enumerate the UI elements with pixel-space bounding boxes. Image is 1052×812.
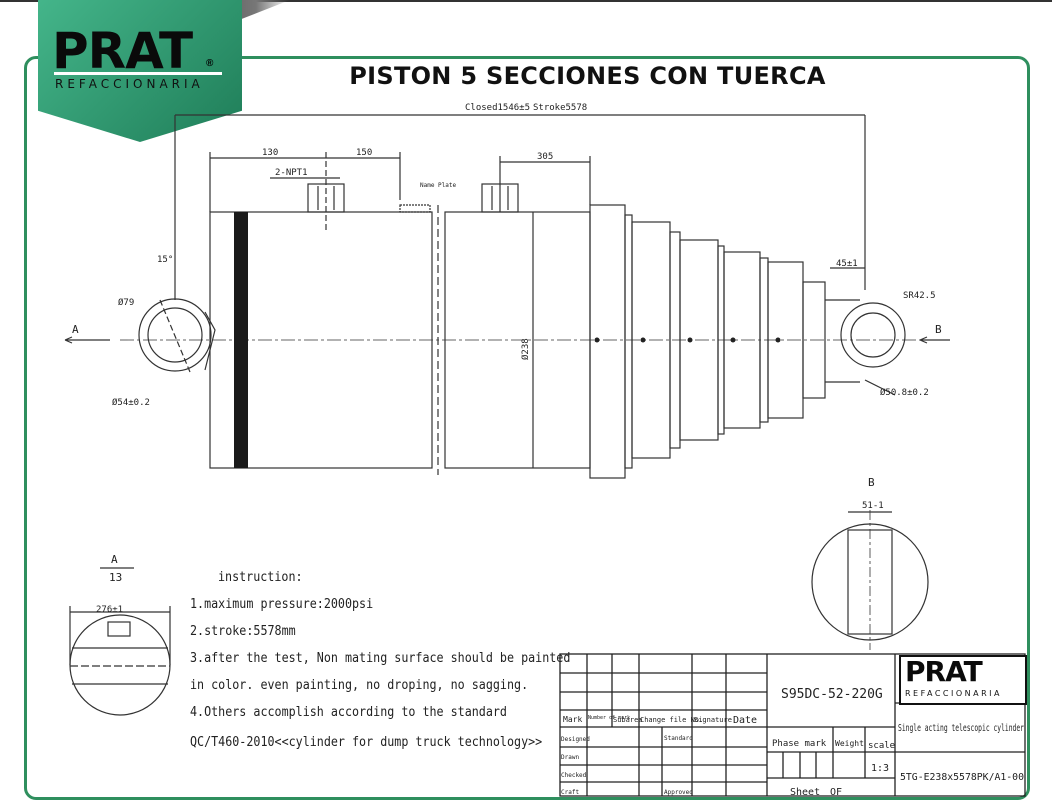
tb-sheet: Sheet — [790, 787, 820, 798]
b-dim: 51-1 — [862, 501, 884, 511]
tb-header-date: Date — [733, 715, 757, 726]
port-label: 2-NPT1 — [275, 168, 308, 178]
registered-mark: ® — [206, 58, 214, 69]
sr-label: SR42.5 — [903, 291, 936, 301]
dim-130: 130 — [262, 148, 278, 158]
tb-header-mark: Mark — [563, 715, 582, 724]
brand-logo: PRAT — [52, 22, 193, 80]
stroke-length: Stroke5578 — [533, 103, 587, 113]
dia-79: Ø79 — [118, 297, 134, 308]
tb-header-subarea: Subarea — [613, 716, 643, 724]
tb-part-number: S95DC-52-220G — [781, 687, 883, 702]
tb-row-drawn: Drawn — [561, 754, 579, 761]
dia-238: Ø238 — [520, 338, 531, 360]
tb-approved: Approved — [664, 789, 693, 796]
tb-row-checked: Checked — [561, 772, 587, 779]
title-block — [559, 653, 1026, 797]
logo-rule — [54, 72, 222, 75]
tb-header-number: Number of mark — [588, 715, 630, 721]
page-title: PISTON 5 SECCIONES CON TUERCA — [349, 62, 826, 90]
title-block-logo-subtitle: REFACCIONARIA — [905, 689, 1002, 698]
brand-subtitle: REFACCIONARIA — [55, 77, 204, 91]
tb-standard: Standard — [664, 735, 693, 742]
instruction-item: QC/T460-2010<<cylinder for dump truck te… — [190, 735, 543, 750]
instruction-heading: instruction: — [218, 570, 303, 585]
instruction-item: 4.Others accomplish according to the sta… — [190, 705, 507, 720]
green-frame — [24, 56, 1030, 800]
b-view-label: B — [868, 476, 875, 489]
tb-weight: Weight — [835, 739, 864, 748]
view-b-marker: B — [935, 323, 942, 336]
tb-header-change: Change file No. — [640, 716, 703, 724]
tb-header-signature: Signature — [694, 716, 732, 724]
instruction-item: 3.after the test, Non mating surface sho… — [190, 651, 571, 666]
instruction-item: 1.maximum pressure:2000psi — [190, 597, 374, 612]
tb-description: Single acting telescopic cylinder — [898, 723, 1024, 734]
tb-row-designed: Designed — [561, 736, 590, 743]
angle-label: 15° — [157, 255, 173, 265]
tb-drawing-number: 5TG-E238x5578PK/A1-00 — [900, 772, 1024, 783]
view-a-marker: A — [72, 323, 79, 336]
tb-phase-mark: Phase mark — [772, 739, 827, 749]
closed-length: Closed1546±5 — [465, 103, 530, 113]
brand-badge — [38, 0, 242, 142]
name-plate-label: Name Plate — [420, 182, 457, 189]
dim-45: 45±1 — [836, 259, 858, 269]
top-border — [0, 0, 1052, 2]
tb-scale: 1:3 — [871, 763, 889, 774]
a-view-label: A — [111, 553, 118, 566]
dim-150: 150 — [356, 148, 372, 158]
title-block-logo-word: PRAT — [905, 655, 983, 688]
body-band — [234, 212, 248, 468]
instruction-item: 2.stroke:5578mm — [190, 624, 296, 639]
a-dim: 276±1 — [96, 605, 123, 615]
instruction-item: in color. even painting, no droping, no … — [190, 678, 529, 693]
a-view-scale: 13 — [109, 571, 122, 584]
tb-scale-label: scale — [868, 741, 895, 751]
tb-row-craft: Craft — [561, 789, 579, 796]
dim-305: 305 — [537, 152, 553, 162]
dia-50-8: Ø50.8±0.2 — [880, 387, 929, 398]
dia-54: Ø54±0.2 — [112, 397, 150, 408]
title-block-logo: PRAT REFACCIONARIA — [899, 655, 1027, 705]
tb-of: OF — [830, 787, 842, 798]
